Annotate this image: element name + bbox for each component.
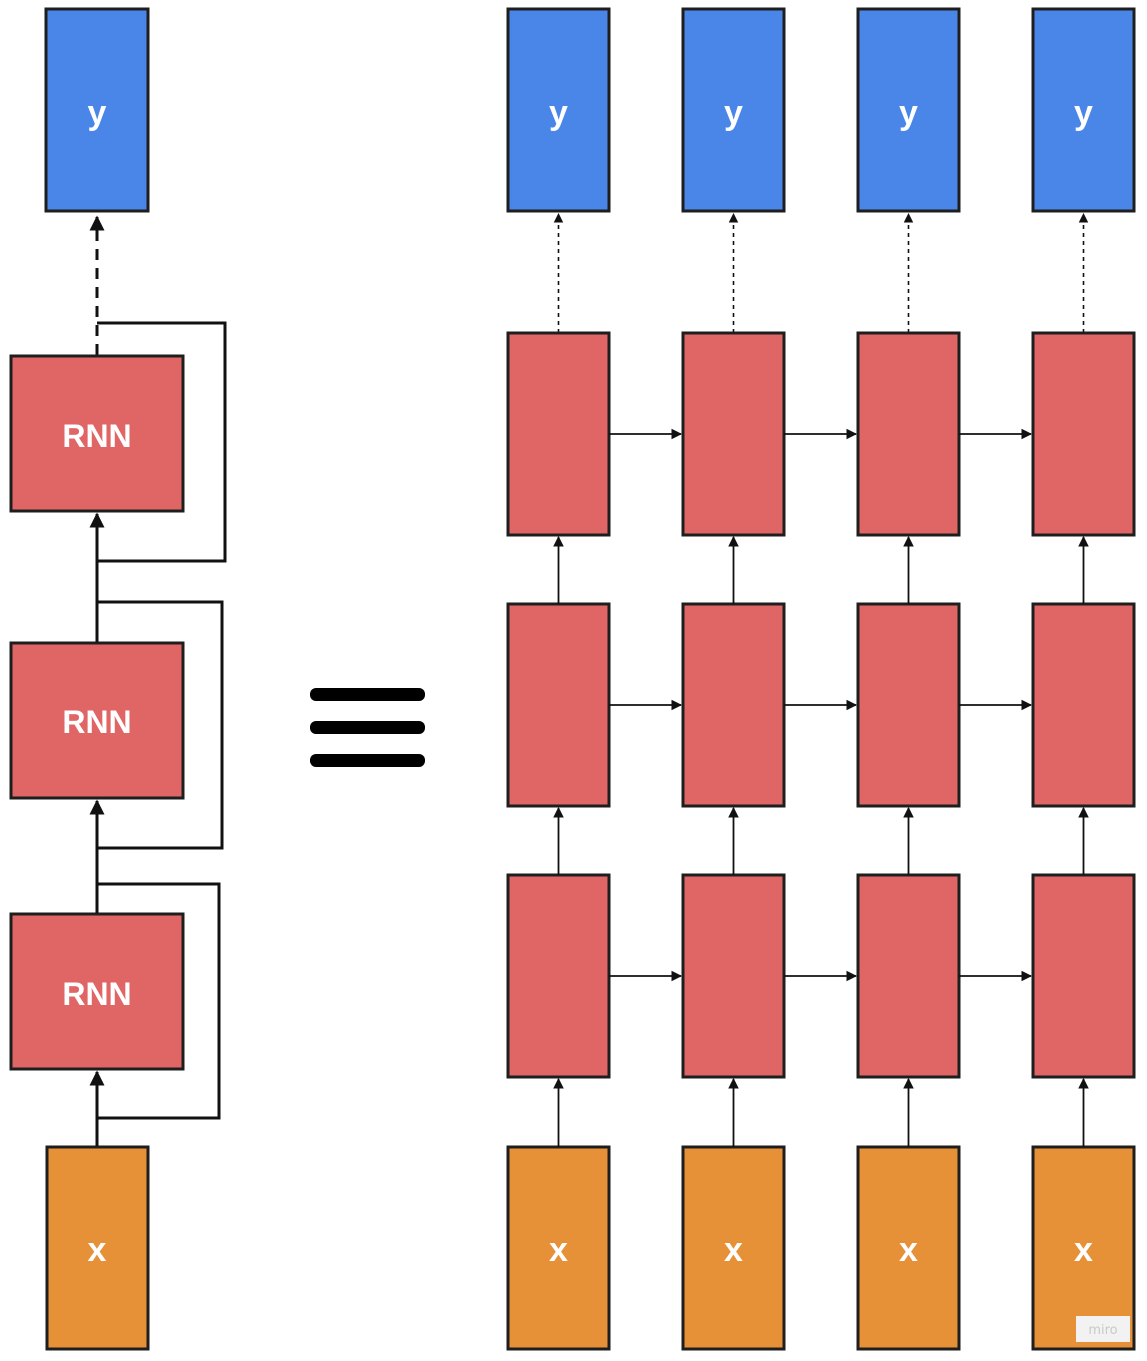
unrolled-output-label: y — [1074, 94, 1093, 132]
unrolled-input-node — [856, 1145, 961, 1351]
unrolled-rnn-cell-layer-2-t2 — [681, 602, 786, 808]
unrolled-output-node — [1031, 7, 1136, 213]
unrolled-rnn-cell-layer-3-t1 — [506, 331, 611, 537]
unrolled-input-label: x — [899, 1231, 918, 1269]
folded-network: y RNN RNN RNN x — [9, 7, 227, 1351]
folded-rnn-layer-1: RNN — [9, 912, 185, 1071]
unrolled-input-label: x — [549, 1231, 568, 1269]
unrolled-rnn-cell-layer-2-t3 — [856, 602, 961, 808]
unrolled-rnn-cell-layer-2-t4 — [1031, 602, 1136, 808]
folded-input-node: x — [45, 1145, 150, 1351]
unrolled-output-node — [506, 7, 611, 213]
unrolled-output-label: y — [899, 94, 918, 132]
folded-recurrent-loop-3 — [97, 321, 227, 563]
unrolled-rnn-cell-layer-3-t2 — [681, 331, 786, 537]
unrolled-output-node — [681, 7, 786, 213]
folded-input-label: x — [88, 1231, 107, 1269]
unrolled-rnn-cell-layer-3-t4 — [1031, 331, 1136, 537]
unrolled-rnn-cell-layer-1-t2 — [681, 873, 786, 1079]
folded-output-node: y — [44, 7, 150, 213]
unrolled-rnn-cell-layer-2-t1 — [506, 602, 611, 808]
folded-rnn-layer-2: RNN — [9, 641, 185, 800]
folded-rnn-label: RNN — [62, 976, 131, 1012]
unrolled-output-node — [856, 7, 961, 213]
unrolled-output-label: y — [549, 94, 568, 132]
folded-rnn-layer-3: RNN — [9, 354, 185, 513]
watermark-text: miro — [1088, 1323, 1117, 1338]
miro-watermark: miro — [1076, 1316, 1130, 1342]
triple-bar-equals-icon — [310, 688, 425, 767]
unrolled-rnn-cell-layer-1-t4 — [1031, 873, 1136, 1079]
unrolled-rnn-cell-layer-1-t3 — [856, 873, 961, 1079]
unrolled-network: y x y x y x y x — [506, 7, 1136, 1351]
unrolled-rnn-cell-layer-3-t3 — [856, 331, 961, 537]
folded-output-label: y — [88, 94, 107, 132]
folded-rnn-label: RNN — [62, 704, 131, 740]
unrolled-input-label: x — [724, 1231, 743, 1269]
unrolled-input-node — [506, 1145, 611, 1351]
folded-rnn-label: RNN — [62, 418, 131, 454]
unrolled-output-label: y — [724, 94, 743, 132]
unrolled-input-label: x — [1074, 1231, 1093, 1269]
unrolled-input-node — [1031, 1145, 1136, 1351]
folded-recurrent-loop-2 — [97, 600, 224, 850]
unrolled-rnn-cell-layer-1-t1 — [506, 873, 611, 1079]
folded-recurrent-loop-1 — [97, 882, 221, 1120]
unrolled-input-node — [681, 1145, 786, 1351]
